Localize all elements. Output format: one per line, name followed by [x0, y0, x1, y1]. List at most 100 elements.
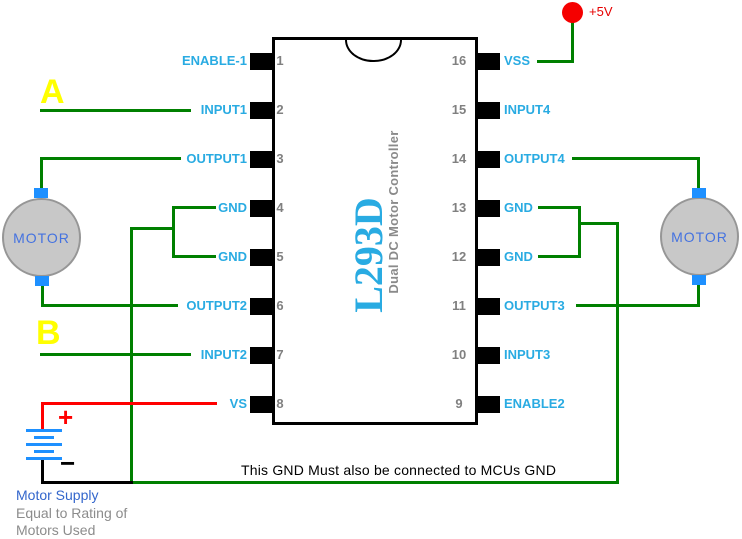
pin-pad-3	[250, 151, 272, 168]
motor-right: MOTOR	[660, 197, 739, 276]
wire-vss-v	[571, 21, 574, 63]
pin-pad-6	[250, 298, 272, 315]
battery-plate-long	[26, 429, 62, 432]
pin-label-gnd12: GND	[504, 249, 533, 264]
motor-right-terminal-bottom	[692, 275, 706, 285]
wire-vs-red-v	[41, 402, 44, 431]
pin-number-14: 14	[451, 151, 467, 166]
wire-output4-v	[697, 157, 700, 191]
wire-gnd-stub-right	[578, 222, 619, 225]
pin-label-gnd4: GND	[218, 200, 247, 215]
motor-supply-line2: Motors Used	[16, 522, 96, 538]
wire-gnd-bracket-right	[578, 206, 581, 258]
wire-output1-v	[40, 157, 43, 191]
ic-subtitle: Dual DC Motor Controller	[385, 130, 401, 294]
pin-pad-11	[478, 298, 500, 315]
pin-number-4: 4	[276, 200, 284, 215]
motor-supply-title: Motor Supply	[16, 487, 99, 503]
pin-pad-14	[478, 151, 500, 168]
battery-plate-long	[26, 457, 62, 460]
pin-number-1: 1	[276, 53, 284, 68]
gnd-note: This GND Must also be connected to MCUs …	[241, 462, 557, 478]
pin-pad-10	[478, 347, 500, 364]
pin-pad-1	[250, 53, 272, 70]
motor-right-label: MOTOR	[671, 228, 728, 245]
pin-label-output3: OUTPUT3	[504, 298, 565, 313]
wire-output1-h	[40, 157, 181, 160]
plus5v-label: +5V	[589, 4, 613, 19]
motor-left-terminal-top	[34, 188, 48, 198]
wire-output4-h	[572, 157, 700, 160]
pin-label-gnd5: GND	[218, 249, 247, 264]
pin-pad-15	[478, 102, 500, 119]
plus5v-node-icon	[562, 2, 583, 23]
motor-supply-line1: Equal to Rating of	[16, 505, 128, 521]
pin-pad-13	[478, 200, 500, 217]
pin-label-vs: VS	[229, 396, 247, 411]
pin-number-11: 11	[452, 298, 466, 313]
motor-left-label: MOTOR	[13, 229, 70, 246]
motor-right-terminal-top	[692, 188, 706, 198]
battery-plate-long	[26, 443, 62, 446]
pin-label-output4: OUTPUT4	[504, 151, 565, 166]
pin-number-3: 3	[276, 151, 284, 166]
pin-label-input1: INPUT1	[200, 102, 247, 117]
wire-output2-h	[41, 304, 178, 307]
wire-gnd-rail	[130, 481, 619, 484]
pin-pad-5	[250, 249, 272, 266]
pin-number-12: 12	[451, 249, 467, 264]
pin-number-15: 15	[451, 102, 467, 117]
channel-a-label: A	[40, 73, 65, 111]
pin-number-6: 6	[276, 298, 284, 313]
motor-left: MOTOR	[2, 198, 81, 277]
wire-battery-neg-h	[41, 481, 133, 484]
pin-number-10: 10	[451, 347, 467, 362]
battery-plus-sign: +	[58, 402, 74, 432]
wire-gnd-vertical-left	[130, 227, 133, 484]
channel-b-label: B	[36, 314, 61, 352]
wire-vs-red-h	[41, 402, 217, 405]
pin-number-9: 9	[455, 396, 463, 411]
wire-gnd-vertical-right	[616, 222, 619, 484]
pin-number-16: 16	[451, 53, 467, 68]
battery-plate-short	[34, 436, 54, 439]
pin-pad-2	[250, 102, 272, 119]
wire-input1	[40, 109, 191, 112]
pin-pad-16	[478, 53, 500, 70]
battery-plate-short	[34, 450, 54, 453]
pin-label-gnd13: GND	[504, 200, 533, 215]
pin-label-input2: INPUT2	[200, 347, 247, 362]
wire-gnd13-h	[538, 206, 581, 209]
pin-number-8: 8	[276, 396, 284, 411]
battery-minus-sign: −	[60, 448, 76, 478]
wire-output3-v	[697, 282, 700, 307]
wire-gnd5-h	[172, 255, 216, 258]
pin-label-vss: VSS	[504, 53, 531, 68]
wire-gnd12-h	[538, 255, 581, 258]
motor-left-terminal-bottom	[35, 276, 49, 286]
wire-gnd-bracket-left	[172, 206, 175, 258]
pin-label-output1: OUTPUT1	[186, 151, 247, 166]
pin-pad-9	[478, 396, 500, 413]
pin-label-input3: INPUT3	[504, 347, 551, 362]
pin-number-2: 2	[276, 102, 284, 117]
wire-output3-h	[576, 304, 700, 307]
wire-gnd-stub-left	[130, 227, 175, 230]
pin-label-input4: INPUT4	[504, 102, 551, 117]
pin-number-5: 5	[276, 249, 284, 264]
pin-label-enable2: ENABLE2	[504, 396, 565, 411]
wire-input2	[40, 353, 191, 356]
pin-pad-12	[478, 249, 500, 266]
pin-number-13: 13	[451, 200, 467, 215]
ic-body-l293d	[272, 37, 478, 425]
pin-label-enable-1: ENABLE-1	[181, 53, 247, 68]
pin-pad-8	[250, 396, 272, 413]
pin-label-output2: OUTPUT2	[186, 298, 247, 313]
wire-motor-left-bottom	[41, 283, 44, 307]
pin-pad-7	[250, 347, 272, 364]
pin-number-7: 7	[276, 347, 284, 362]
pin-pad-4	[250, 200, 272, 217]
wire-battery-neg-v	[41, 459, 44, 484]
wire-vss-h	[537, 60, 574, 63]
